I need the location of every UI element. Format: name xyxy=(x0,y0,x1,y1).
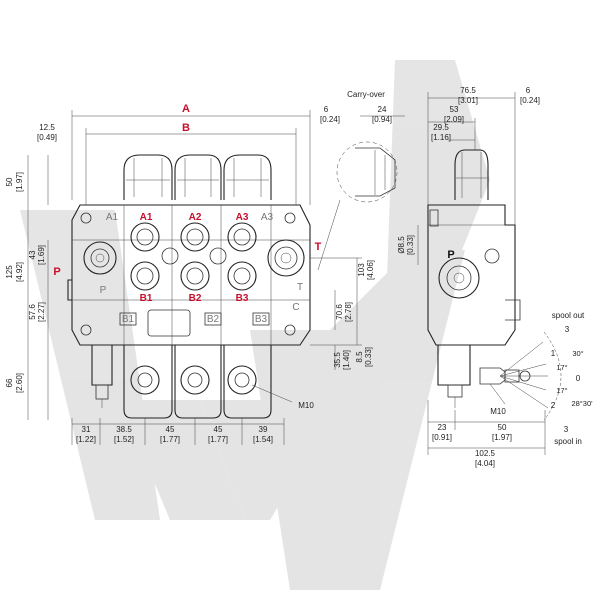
svg-text:30°: 30° xyxy=(572,349,583,358)
bottom-dimensions: 31 [1.22] 38.5 [1.52] 45 [1.77] 45 [1.77… xyxy=(71,384,314,445)
svg-text:[3.01]: [3.01] xyxy=(458,96,478,105)
svg-text:12.5: 12.5 xyxy=(39,123,55,132)
svg-text:[1.97]: [1.97] xyxy=(15,172,24,192)
svg-text:[1.97]: [1.97] xyxy=(492,433,512,442)
label-B: B xyxy=(182,122,190,134)
svg-text:29.5: 29.5 xyxy=(433,123,449,132)
svg-text:[2.27]: [2.27] xyxy=(37,302,46,322)
svg-text:35.5: 35.5 xyxy=(333,352,342,368)
ports-B xyxy=(130,261,257,291)
svg-text:76.5: 76.5 xyxy=(460,86,476,95)
svg-text:T: T xyxy=(297,282,303,293)
svg-text:[1.16]: [1.16] xyxy=(431,133,451,142)
svg-text:3: 3 xyxy=(564,425,569,434)
label-P: P xyxy=(53,266,60,278)
svg-text:[2.78]: [2.78] xyxy=(344,302,353,322)
spool-ends-bottom xyxy=(123,345,272,419)
svg-text:[1.40]: [1.40] xyxy=(342,350,351,370)
svg-text:B2: B2 xyxy=(207,314,220,325)
svg-text:[1.77]: [1.77] xyxy=(160,435,180,444)
svg-text:[1.22]: [1.22] xyxy=(76,435,96,444)
svg-text:[0.24]: [0.24] xyxy=(320,115,340,124)
svg-text:1: 1 xyxy=(551,349,556,358)
watermark xyxy=(20,60,490,590)
svg-text:66: 66 xyxy=(5,378,14,387)
svg-text:[2.60]: [2.60] xyxy=(15,373,24,393)
svg-text:50: 50 xyxy=(498,423,507,432)
svg-text:31: 31 xyxy=(82,425,91,434)
svg-text:spool in: spool in xyxy=(554,437,582,446)
ports-A xyxy=(130,222,257,252)
svg-text:P: P xyxy=(100,285,107,296)
svg-text:43: 43 xyxy=(28,250,37,259)
svg-text:6: 6 xyxy=(526,86,531,95)
side-view xyxy=(427,149,521,408)
svg-text:spool out: spool out xyxy=(552,311,585,320)
svg-text:6: 6 xyxy=(324,105,329,114)
svg-text:C: C xyxy=(292,302,299,313)
svg-text:24: 24 xyxy=(378,105,387,114)
svg-text:[1.52]: [1.52] xyxy=(114,435,134,444)
label-T: T xyxy=(315,241,322,253)
svg-text:102.5: 102.5 xyxy=(475,449,496,458)
svg-text:A1: A1 xyxy=(106,212,119,223)
svg-text:[4.92]: [4.92] xyxy=(15,262,24,282)
port-labels: A B A1 A2 A3 B1 B2 B3 P T P xyxy=(53,103,454,304)
svg-text:2: 2 xyxy=(551,401,556,410)
right-dimensions: 70.6 [2.78] 103 [4.06] 35.5 [1.40] 8.5 [… xyxy=(310,257,375,370)
svg-text:[0.91]: [0.91] xyxy=(432,433,452,442)
label-P-side: P xyxy=(447,249,454,261)
svg-text:28°30': 28°30' xyxy=(571,399,593,408)
front-view xyxy=(67,141,398,419)
svg-text:[2.09]: [2.09] xyxy=(444,115,464,124)
svg-text:[0.33]: [0.33] xyxy=(364,347,373,367)
svg-text:[0.49]: [0.49] xyxy=(37,133,57,142)
label-B3: B3 xyxy=(236,293,249,304)
label-B2: B2 xyxy=(189,293,202,304)
svg-text:8.5: 8.5 xyxy=(355,351,364,363)
side-dimensions: 76.5 [3.01] 6 [0.24] 53 [2.09] 29.5 [1.1… xyxy=(397,86,546,468)
svg-text:38.5: 38.5 xyxy=(116,425,132,434)
label-A3: A3 xyxy=(236,212,249,223)
svg-text:[4.04]: [4.04] xyxy=(475,459,495,468)
svg-text:[0.94]: [0.94] xyxy=(372,115,392,124)
label-M10-front: M10 xyxy=(298,401,314,410)
label-A1: A1 xyxy=(140,212,153,223)
svg-text:[1.54]: [1.54] xyxy=(253,435,273,444)
svg-text:[0.24]: [0.24] xyxy=(520,96,540,105)
lever-positions: spool out spool in 3 1 0 2 3 30° 17° 17°… xyxy=(479,311,593,446)
svg-text:50: 50 xyxy=(5,177,14,186)
svg-text:53: 53 xyxy=(450,105,459,114)
label-A2: A2 xyxy=(189,212,202,223)
svg-text:39: 39 xyxy=(259,425,268,434)
svg-text:[0.33]: [0.33] xyxy=(406,235,415,255)
svg-text:103: 103 xyxy=(357,263,366,277)
svg-text:3: 3 xyxy=(565,325,570,334)
svg-text:0: 0 xyxy=(576,374,581,383)
svg-text:Ø8.5: Ø8.5 xyxy=(397,236,406,254)
left-dimensions: 50 [1.97] 43 [1.69] 125 [4.92] 57.6 [2.2… xyxy=(5,155,49,420)
svg-text:125: 125 xyxy=(5,265,14,279)
svg-text:[1.77]: [1.77] xyxy=(208,435,228,444)
embossed-labels: A1 A3 B1 B2 B3 P T C xyxy=(100,212,303,325)
svg-text:57.6: 57.6 xyxy=(28,304,37,320)
svg-text:45: 45 xyxy=(214,425,223,434)
svg-text:A3: A3 xyxy=(261,212,274,223)
spool-caps-top xyxy=(123,154,272,200)
svg-text:[1.69]: [1.69] xyxy=(37,245,46,265)
svg-text:B1: B1 xyxy=(122,314,135,325)
svg-text:[4.06]: [4.06] xyxy=(366,260,375,280)
top-dimensions: 12.5 [0.49] 6 [0.24] Carry-over 24 [0.94… xyxy=(37,90,405,205)
svg-text:B3: B3 xyxy=(255,314,268,325)
label-M10-side: M10 xyxy=(490,407,506,416)
label-B1: B1 xyxy=(140,293,153,304)
svg-text:45: 45 xyxy=(166,425,175,434)
label-A: A xyxy=(182,103,190,115)
svg-text:70.6: 70.6 xyxy=(335,304,344,320)
svg-text:17°: 17° xyxy=(556,363,567,372)
svg-text:Carry-over: Carry-over xyxy=(347,90,385,99)
svg-text:23: 23 xyxy=(438,423,447,432)
svg-text:17°: 17° xyxy=(556,386,567,395)
